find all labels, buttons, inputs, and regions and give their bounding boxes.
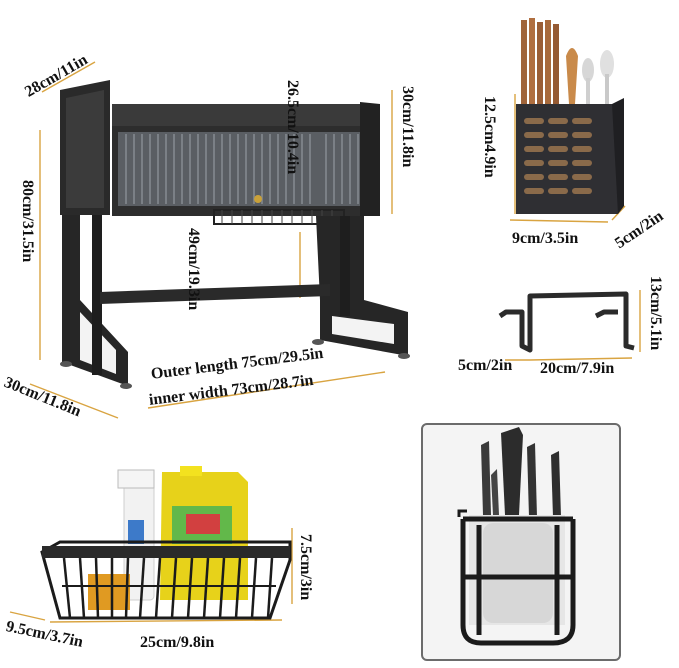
- utensil-holder-height-label: 12.5cm4.9in: [481, 96, 498, 178]
- rack-inner-height-label: 49cm/19.3in: [185, 228, 202, 311]
- rack-height-total-label: 80cm/31.5in: [19, 180, 36, 263]
- hook-height-label: 13cm/5.1in: [647, 276, 664, 351]
- hook-width-label: 20cm/7.9in: [540, 360, 615, 377]
- rack-side-height-label: 30cm/11.8in: [399, 86, 416, 168]
- basket-height-label: 7.5cm/3in: [297, 534, 314, 601]
- hook-image: [498, 291, 635, 353]
- knife-holder-image: [457, 427, 576, 646]
- rack-cabinet-height-label: 26.5cm/10.4in: [284, 80, 301, 175]
- basket-width-label: 25cm/9.8in: [140, 634, 215, 651]
- basket-image: [40, 466, 292, 620]
- hook-depth-label: 5cm/2in: [458, 357, 513, 374]
- knife-holder-panel: [421, 423, 621, 661]
- utensil-holder-width-label: 9cm/3.5in: [512, 230, 579, 247]
- utensil-holder-image: [516, 18, 624, 214]
